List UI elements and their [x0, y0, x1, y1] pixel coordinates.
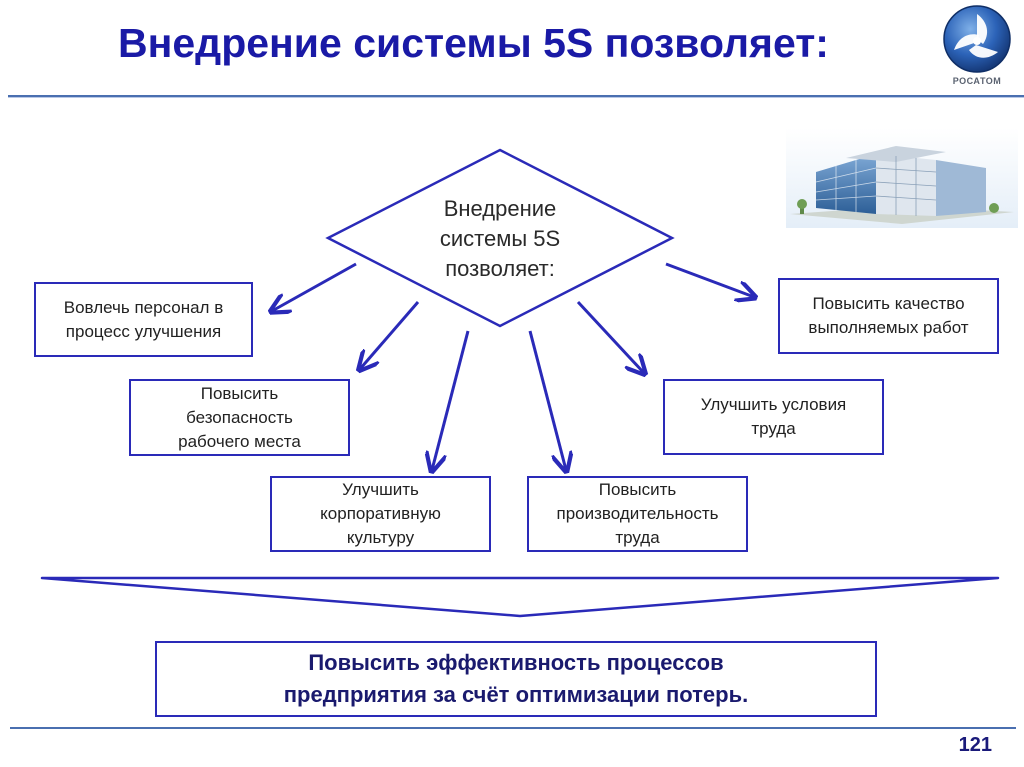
page-number: 121	[958, 734, 992, 756]
arrow-to-involve	[272, 262, 357, 311]
goal-label: Повысить безопасность рабочего места	[178, 383, 301, 451]
goal-involve-staff: Вовлечь персонал в процесс улучшения	[34, 282, 253, 357]
building-image	[786, 128, 1018, 228]
goal-work-quality: Повысить качество выполняемых работ	[778, 278, 999, 354]
rosatom-logo-icon: РОСАТОМ	[938, 0, 1016, 92]
logo-label: РОСАТОМ	[952, 76, 1002, 86]
goal-label: Вовлечь персонал в процесс улучшения	[63, 297, 224, 341]
page-title: Внедрение системы 5S позволяет:	[118, 20, 829, 66]
center-diamond	[325, 148, 675, 328]
goal-corporate-culture: Улучшить корпоративную культуру	[270, 476, 491, 552]
goal-label: Улучшить условия труда	[700, 395, 847, 438]
arrow-to-safety	[360, 301, 420, 369]
arrow-to-quality	[665, 262, 754, 297]
funnel-arrow	[40, 576, 1000, 618]
goal-working-conditions: Улучшить условия труда	[663, 379, 884, 455]
arrow-to-culture	[432, 330, 470, 470]
result-box: Повысить эффективность процессов предпри…	[155, 641, 877, 717]
arrow-to-conditions	[576, 300, 644, 373]
result-label: Повысить эффективность процессов предпри…	[283, 650, 749, 707]
goal-label: Повысить качество выполняемых работ	[808, 294, 969, 337]
footer-divider	[10, 727, 1016, 729]
center-label: Внедрение системы 5S позволяет:	[439, 196, 561, 281]
header-divider	[8, 95, 1024, 97]
goal-workplace-safety: Повысить безопасность рабочего места	[129, 379, 350, 456]
goal-label: Улучшить корпоративную культуру	[320, 480, 441, 547]
goal-labor-productivity: Повысить производительность труда	[527, 476, 748, 552]
goal-label: Повысить производительность труда	[556, 480, 719, 547]
arrow-to-productivity	[528, 330, 566, 470]
